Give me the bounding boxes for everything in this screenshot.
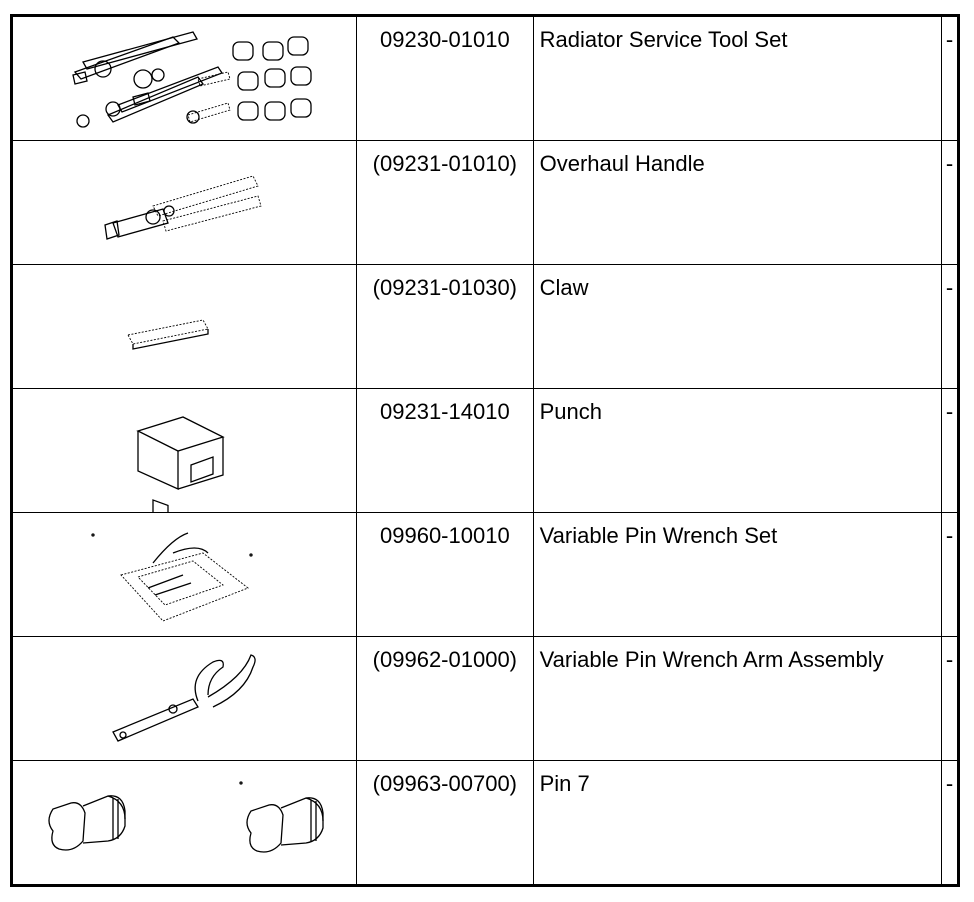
- radiator-service-tool-set-illustration: [72, 31, 312, 128]
- part-number: 09231-14010: [380, 399, 510, 424]
- tool-name: Punch: [539, 399, 603, 424]
- table-row: (09231-01030) Claw -: [10, 264, 960, 389]
- table-row: 09230-01010 Radiator Service Tool Set -: [10, 15, 960, 141]
- illustration-cell: [10, 388, 358, 513]
- note: -: [945, 275, 954, 300]
- illustration-cell: [10, 264, 358, 389]
- overhaul-handle-illustration: [104, 175, 262, 240]
- part-number: (09231-01010): [372, 151, 518, 176]
- table-row: (09962-01000) Variable Pin Wrench Arm As…: [10, 636, 960, 761]
- punch-illustration: [136, 416, 225, 512]
- illustration-cell: [10, 140, 358, 265]
- note: -: [945, 647, 954, 672]
- tool-name: Pin 7: [539, 771, 590, 796]
- variable-pin-wrench-set-illustration: [91, 532, 253, 622]
- illustration-cell: [10, 636, 358, 761]
- illustration-cell: [10, 760, 358, 886]
- table-row: 09960-10010 Variable Pin Wrench Set -: [10, 512, 960, 637]
- part-number: 09960-10010: [380, 523, 510, 548]
- variable-pin-wrench-arm-illustration: [112, 654, 256, 742]
- tool-name: Variable Pin Wrench Set: [539, 523, 778, 548]
- note: -: [945, 771, 954, 796]
- part-number: (09962-01000): [372, 647, 518, 672]
- table-row: (09231-01010) Overhaul Handle -: [10, 140, 960, 265]
- tool-name: Radiator Service Tool Set: [539, 27, 788, 52]
- tool-name: Overhaul Handle: [539, 151, 705, 176]
- table-row: (09963-00700) Pin 7 -: [10, 760, 960, 886]
- part-number: 09230-01010: [380, 27, 510, 52]
- special-service-tools-table: 09230-01010 Radiator Service Tool Set - …: [10, 14, 960, 887]
- tool-name: Variable Pin Wrench Arm Assembly: [539, 647, 884, 672]
- illustration-cell: [10, 15, 358, 141]
- table-row: 09231-14010 Punch -: [10, 388, 960, 513]
- part-number: (09231-01030): [372, 275, 518, 300]
- note: -: [945, 151, 954, 176]
- pin-7-illustration: [48, 781, 324, 853]
- note: -: [945, 27, 954, 52]
- illustration-cell: [10, 512, 358, 637]
- note: -: [945, 399, 954, 424]
- part-number: (09963-00700): [372, 771, 518, 796]
- note: -: [945, 523, 954, 548]
- tool-name: Claw: [539, 275, 589, 300]
- claw-illustration: [127, 319, 209, 350]
